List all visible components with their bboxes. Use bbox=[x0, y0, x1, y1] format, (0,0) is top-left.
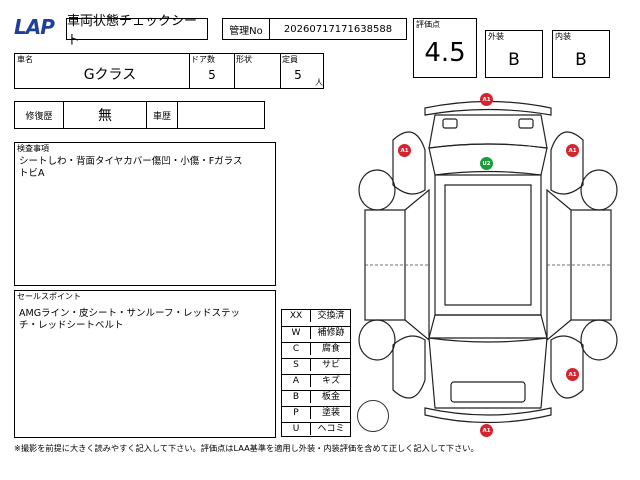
damage-mark: A1 bbox=[480, 424, 493, 437]
shape-label: 形状 bbox=[236, 55, 252, 64]
legend-desc: キズ bbox=[321, 376, 340, 386]
score-value: 4.5 bbox=[424, 38, 466, 68]
spare-tire-icon bbox=[357, 400, 389, 432]
legend-desc: サビ bbox=[321, 360, 340, 370]
exterior-label: 外装 bbox=[488, 32, 504, 41]
capacity-unit: 人 bbox=[315, 78, 323, 87]
legend-code: U bbox=[282, 423, 311, 435]
legend-row: A キズ bbox=[282, 374, 350, 387]
kanri-value: 20260717171638588 bbox=[283, 23, 393, 35]
title-box: 車両状態チェックシート bbox=[66, 14, 208, 48]
car-name-value: Gクラス bbox=[83, 67, 137, 83]
score-box: 評価点 4.5 bbox=[413, 18, 477, 78]
legend-table: XX 交換済 W 補修跡 C 腐食 S サビ A キズ B 板金 P 塗装 U … bbox=[281, 309, 351, 437]
car-name-label: 車名 bbox=[17, 55, 33, 64]
legend-code: A bbox=[282, 375, 311, 387]
inspection-label: 検査事項 bbox=[17, 144, 49, 153]
sales-box: セールスポイント AMGライン・皮シート・サンルーフ・レッドステッ チ・レッドシ… bbox=[14, 290, 276, 438]
capacity-value: 5 bbox=[294, 68, 302, 82]
legend-code: XX bbox=[282, 310, 311, 322]
history-box: 修復歴 無 車歴 bbox=[14, 101, 265, 129]
repair-value: 無 bbox=[98, 108, 112, 124]
kanri-box: 管理No 20260717171638588 bbox=[222, 18, 407, 40]
legend-code: S bbox=[282, 359, 311, 371]
legend-desc: 補修跡 bbox=[317, 328, 345, 338]
footer-note: ※撮影を前提に大きく読みやすく記入して下さい。評価点はLAA基準を適用し外装・内… bbox=[14, 443, 479, 453]
sales-label: セールスポイント bbox=[17, 292, 81, 301]
damage-mark: U2 bbox=[480, 157, 493, 170]
legend-code: W bbox=[282, 327, 311, 339]
legend-row: P 塗装 bbox=[282, 406, 350, 419]
damage-mark: A1 bbox=[398, 144, 411, 157]
damage-mark: A1 bbox=[566, 368, 579, 381]
legend-desc: 腐食 bbox=[321, 344, 340, 354]
interior-box: 内装 B bbox=[552, 30, 610, 78]
shaken-value bbox=[178, 102, 264, 128]
lap-logo: LAP bbox=[14, 15, 55, 39]
inspection-text: シートしわ・背面タイヤカバー傷凹・小傷・Fガラス トビA bbox=[19, 156, 243, 179]
inspection-box: 検査事項 シートしわ・背面タイヤカバー傷凹・小傷・Fガラス トビA bbox=[14, 142, 276, 286]
shape-value bbox=[235, 62, 279, 88]
legend-code: P bbox=[282, 407, 311, 419]
legend-row: B 板金 bbox=[282, 390, 350, 403]
car-diagram bbox=[358, 100, 618, 424]
doors-label: ドア数 bbox=[191, 55, 215, 64]
shaken-label: 車歴 bbox=[152, 111, 171, 122]
doors-value: 5 bbox=[208, 68, 216, 82]
capacity-label: 定員 bbox=[282, 55, 298, 64]
damage-mark: A1 bbox=[480, 93, 493, 106]
legend-row: XX 交換済 bbox=[282, 310, 350, 323]
legend-desc: ヘコミ bbox=[317, 424, 345, 434]
legend-desc: 板金 bbox=[321, 392, 340, 402]
interior-value: B bbox=[575, 50, 587, 70]
sheet-title: 車両状態チェックシート bbox=[67, 14, 198, 48]
legend-code: B bbox=[282, 391, 311, 403]
legend-code: C bbox=[282, 343, 311, 355]
exterior-value: B bbox=[508, 50, 520, 70]
legend-row: W 補修跡 bbox=[282, 326, 350, 339]
legend-row: U ヘコミ bbox=[282, 422, 350, 435]
exterior-box: 外装 B bbox=[485, 30, 543, 78]
repair-label: 修復歴 bbox=[25, 111, 53, 122]
interior-label: 内装 bbox=[555, 32, 571, 41]
kanri-label: 管理No bbox=[229, 25, 263, 37]
score-label: 評価点 bbox=[416, 20, 440, 29]
legend-desc: 塗装 bbox=[321, 408, 340, 418]
vehicle-box: 車名 Gクラス ドア数 5 形状 定員 5 人 bbox=[14, 53, 324, 89]
legend-row: S サビ bbox=[282, 358, 350, 371]
damage-mark: A1 bbox=[566, 144, 579, 157]
legend-row: C 腐食 bbox=[282, 342, 350, 355]
sales-text: AMGライン・皮シート・サンルーフ・レッドステッ チ・レッドシートベルト bbox=[19, 308, 240, 331]
legend-desc: 交換済 bbox=[317, 311, 345, 321]
